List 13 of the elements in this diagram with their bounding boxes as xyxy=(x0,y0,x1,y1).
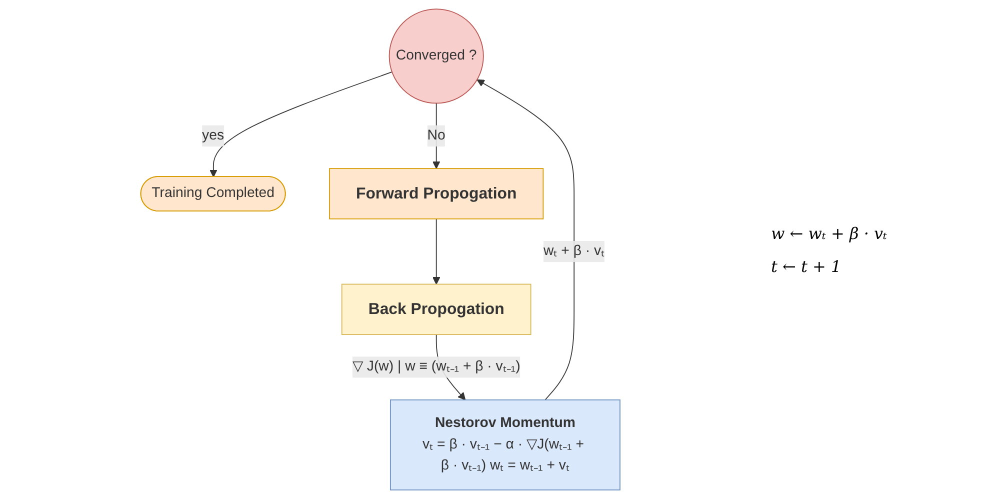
edge-label: wₜ + β · vₜ xyxy=(544,244,605,259)
node-box: Back Propogation xyxy=(342,284,532,335)
formula-label: w ← wₜ + β · vₜ xyxy=(771,224,888,242)
node-box: Forward Propogation xyxy=(329,168,544,220)
edge-label: No xyxy=(427,128,446,143)
arrow xyxy=(210,72,393,178)
node-box: Nestorov Momentum vₜ = β · vₜ₋₁ − α · ▽J(wₜ₋₁ + β · vₜ₋₁) wₜ = wₜ₋₁ + vₜ xyxy=(390,399,621,490)
node-circle: Converged ? xyxy=(388,8,484,104)
arrow xyxy=(432,218,440,285)
formula-label: t ← t + 1 xyxy=(771,256,842,276)
edge-label: yes xyxy=(202,128,224,143)
arrow xyxy=(476,79,575,400)
edge-label: ▽ J(w) | w ≡ (wₜ₋₁ + β · vₜ₋₁) xyxy=(352,359,520,374)
